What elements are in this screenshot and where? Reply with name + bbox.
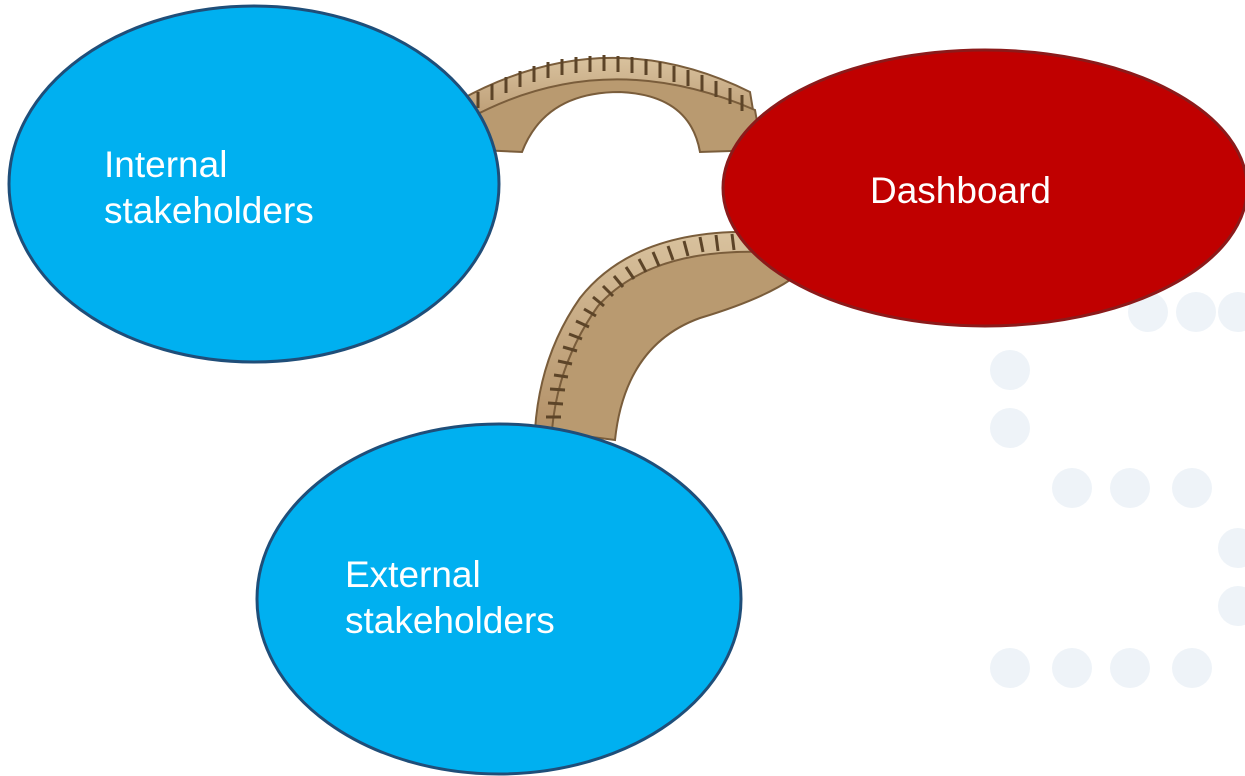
node-external-stakeholders (255, 422, 743, 776)
dashboard-label-line-1: Dashboard (870, 170, 1052, 211)
dashboard-label: Dashboard (870, 168, 1051, 214)
internal-label-line-1: Internal (104, 144, 228, 185)
bridge-icon (533, 230, 792, 442)
bridge-body (468, 78, 764, 154)
background-dot-pattern (990, 292, 1245, 688)
external-label-line-1: External (345, 554, 481, 595)
bridge-icon (458, 55, 764, 154)
bridge-railing (476, 55, 744, 111)
external-stakeholders-label: External stakeholders (345, 552, 555, 644)
bridge-railing (546, 233, 752, 419)
node-internal-stakeholders (7, 4, 501, 364)
internal-label-line-2: stakeholders (104, 190, 314, 231)
external-label-line-2: stakeholders (345, 600, 555, 641)
node-dashboard (721, 48, 1245, 328)
internal-stakeholders-label: Internal stakeholders (104, 142, 314, 234)
